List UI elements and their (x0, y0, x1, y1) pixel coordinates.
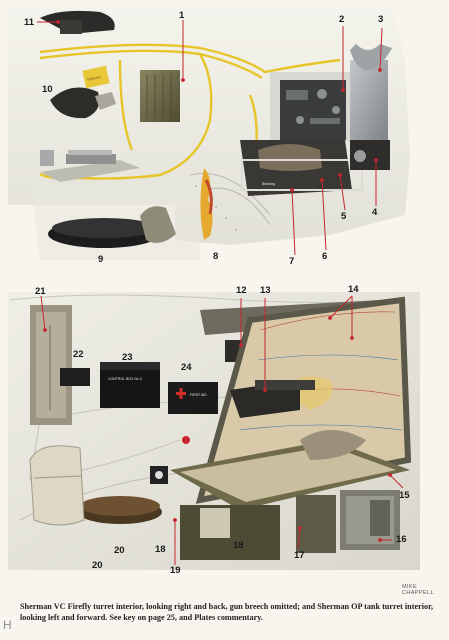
callout-17: 17 (294, 550, 305, 561)
map-tray (170, 430, 410, 510)
shelf-cup-tin (40, 150, 140, 182)
callout-19: 19 (170, 565, 181, 576)
callout-18a: 18 (233, 540, 244, 551)
bottom-panel: CONTROL BOX No 3 FIRST AID (8, 292, 420, 570)
callout-20a: 20 (114, 545, 125, 556)
callout-15: 15 (399, 490, 410, 501)
callout-2: 2 (339, 14, 345, 25)
haversack (29, 445, 85, 526)
callout-11: 11 (24, 17, 35, 28)
callout-13: 13 (260, 285, 271, 296)
callout-10: 10 (42, 84, 53, 95)
callout-9: 9 (98, 254, 104, 265)
callout-16: 16 (396, 534, 407, 545)
ventilator-plate (60, 368, 90, 386)
callout-24: 24 (181, 362, 192, 373)
floor-equipment (180, 495, 336, 560)
control-box-text: CONTROL BOX No 3 (108, 377, 142, 381)
headset-bag (50, 87, 116, 119)
radio-set (270, 44, 392, 142)
callout-21: 21 (35, 286, 46, 297)
callout-22: 22 (73, 349, 84, 360)
callout-12: 12 (236, 285, 247, 296)
seat-ring (48, 206, 176, 248)
callout-5: 5 (341, 211, 347, 222)
gun-mechanism (230, 380, 315, 418)
first-aid-box-text: FIRST AID (190, 393, 207, 397)
artist-credit: MIKE CHAPPELL (402, 584, 434, 596)
callout-7: 7 (289, 256, 295, 267)
callout-8: 8 (213, 251, 219, 262)
top-panel: Rations (8, 8, 410, 260)
rations-sign: Rations (82, 65, 110, 89)
seat-cushion (78, 496, 162, 524)
radio-box-right (340, 490, 400, 550)
periscope-stowage (40, 10, 115, 34)
page-letter: H (3, 618, 12, 632)
bedding-box-text: Bedding (262, 182, 275, 186)
callout-20b: 20 (92, 560, 103, 571)
callout-18b: 18 (155, 544, 166, 555)
callout-14: 14 (348, 284, 359, 295)
callout-4: 4 (372, 207, 378, 218)
callout-6: 6 (322, 251, 328, 262)
control-box: CONTROL BOX No 3 (100, 362, 160, 408)
signal-flags (200, 168, 213, 240)
bedding-box: Bedding (240, 140, 390, 196)
stowage-box-olive (140, 70, 180, 122)
leader-lines (37, 20, 404, 565)
map-case (30, 305, 72, 425)
callout-23: 23 (122, 352, 133, 363)
callout-3: 3 (378, 14, 384, 25)
callout-1: 1 (179, 10, 185, 21)
first-aid-box: FIRST AID (168, 382, 218, 414)
plate-caption: Sherman VC Firefly turret interior, look… (20, 602, 434, 622)
rations-sign-text: Rations (87, 74, 101, 82)
